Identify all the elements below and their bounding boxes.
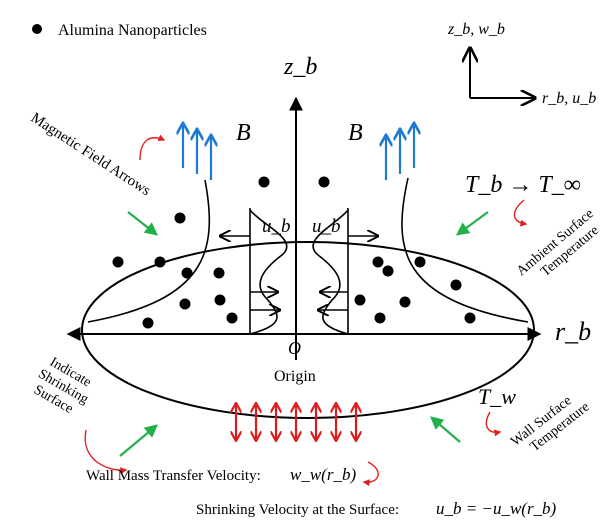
r-axis-label: r_b [555,317,591,346]
legend-dot-icon [32,24,42,34]
magnetic-field-arrows-right [386,124,414,180]
inset-horizontal-label: r_b, u_b [542,90,596,107]
shrinking-annotation: Indicate Shrinking Surface [31,355,94,417]
wall-annotation-pointer [485,411,502,437]
boundary-curve-left [87,179,211,323]
velocity-profile-left [249,209,288,335]
inset-vertical-label: z_b, w_b [447,21,505,38]
boundary-curve-right [401,177,529,323]
compression-arrows [119,211,489,457]
mass-transfer-pointer [362,461,379,487]
profile-arrows [220,236,378,310]
velocity-symbol-right: u_b [312,216,341,237]
velocity-profile-right [312,209,349,335]
ambient-annotation-pointer [513,199,528,227]
wall-mass-transfer-arrows [236,404,356,440]
mass-transfer-label: Wall Mass Transfer Velocity: [86,468,261,484]
magnetic-field-annotation: Magnetic Field Arrows [28,110,154,199]
wall-temperature-symbol: T_w [478,384,516,409]
velocity-symbol-left: u_b [262,216,291,237]
ambient-temperature-equation: T_b → T_∞ [465,172,581,198]
mass-transfer-expression: w_w(r_b) [290,465,356,484]
magnetic-field-arrows-left [183,124,211,180]
field-symbol-right: B [348,120,363,146]
origin-symbol: O [288,338,301,358]
origin-label: Origin [274,368,316,385]
shrinking-annotation-pointer [84,429,128,475]
sheet-ellipse [81,241,535,419]
ambient-annotation: Ambient Surface Temperature [514,206,602,279]
shrinking-velocity-label: Shrinking Velocity at the Surface: [196,502,399,518]
nanoparticle-dots [112,176,476,329]
shrinking-velocity-expression: u_b = −u_w(r_b) [436,499,557,518]
inset-axes: z_b, w_b r_b, u_b [447,21,596,107]
wall-annotation: Wall Surface Temperature [508,393,592,455]
legend-label: Alumina Nanoparticles [58,22,207,39]
field-symbol-left: B [236,120,251,146]
z-axis-label: z_b [283,54,317,80]
magnetic-annotation-pointer [139,134,166,161]
